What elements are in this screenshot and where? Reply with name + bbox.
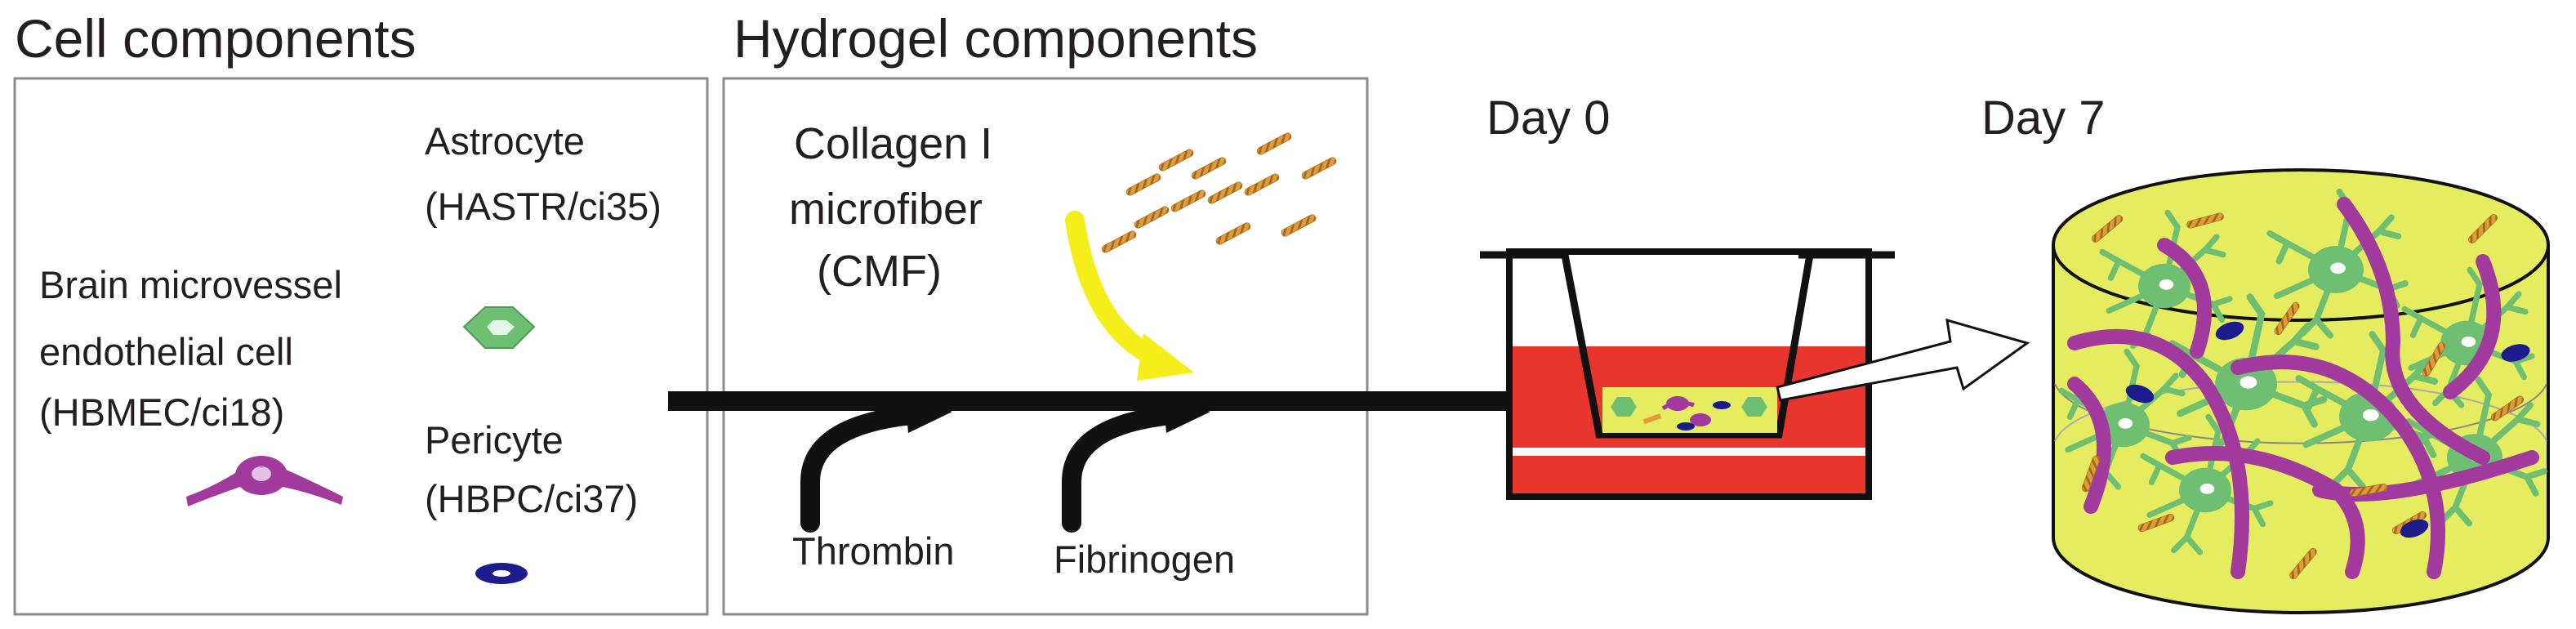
- cell-components-panel: [13, 77, 709, 616]
- collagen-microfiber-cluster: [1100, 131, 1338, 255]
- thrombin-label: Thrombin: [792, 529, 955, 573]
- astrocyte-label-line1: Astrocyte: [425, 119, 585, 163]
- pericyte-label-line2: (HBPC/ci37): [425, 477, 639, 520]
- cmf-label-line3: (CMF): [817, 247, 942, 296]
- endothelial-label-line3: (HBMEC/ci18): [39, 390, 285, 434]
- cell-components-title: Cell components: [15, 8, 417, 69]
- endothelial-label-line1: Brain microvessel: [39, 263, 342, 306]
- endothelial-label-line2: endothelial cell: [39, 330, 293, 373]
- day7-hydrogel-cylinder: [2052, 168, 2550, 614]
- zoom-arrow: [1776, 318, 2030, 402]
- astrocyte-label-line2: (HASTR/ci35): [425, 185, 662, 228]
- thrombin-arrow: [800, 395, 952, 533]
- hydrogel-components-title: Hydrogel components: [733, 8, 1259, 69]
- hydrogel-components-panel: [722, 77, 1369, 616]
- endothelial-cell-icon: [186, 456, 343, 506]
- day0-label: Day 0: [1486, 91, 1611, 145]
- day7-label: Day 7: [1981, 91, 2106, 145]
- fibrinogen-arrow: [1062, 395, 1210, 533]
- cmf-label-line1: Collagen I: [794, 119, 993, 168]
- fibrinogen-label: Fibrinogen: [1054, 538, 1236, 581]
- pericyte-label-line1: Pericyte: [425, 418, 564, 462]
- transwell-insert: [1480, 248, 1895, 500]
- collagen-addition-arrow: [1065, 211, 1194, 381]
- cmf-label-line2: microfiber: [789, 185, 983, 234]
